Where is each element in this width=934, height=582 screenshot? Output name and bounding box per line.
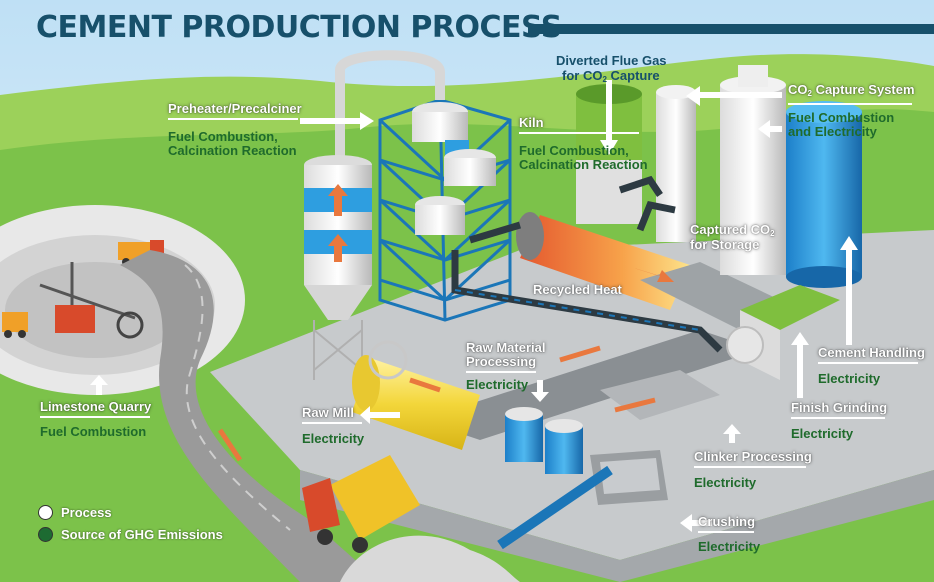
ghg-raw-material: Electricity [466, 377, 529, 392]
ghg-preheater-2: Calcination Reaction [168, 143, 297, 158]
label-finish-grinding: Finish Grinding [791, 400, 887, 419]
pointer-arrows [90, 80, 858, 532]
label-raw-material-2: Processing [466, 354, 536, 373]
legend-ghg: Source of GHG Emissions [38, 527, 223, 542]
ghg-crushing: Electricity [698, 539, 761, 554]
raw-mill [352, 340, 480, 450]
ghg-clinker: Electricity [694, 475, 757, 490]
label-kiln: Kiln [519, 115, 639, 134]
diagram-title: CEMENT PRODUCTION PROCESS [36, 10, 562, 45]
gas-duct [335, 50, 445, 160]
ghg-cement-handling: Electricity [818, 371, 881, 386]
label-captured-storage: for Storage [690, 237, 760, 252]
ghg-raw-mill: Electricity [302, 431, 365, 446]
crusher [497, 450, 668, 550]
finish-grinding [726, 285, 840, 380]
legend: Process Source of GHG Emissions [38, 505, 223, 549]
ghg-kiln-2: Calcination Reaction [519, 157, 648, 172]
label-limestone-quarry: Limestone Quarry [40, 399, 151, 418]
label-raw-mill: Raw Mill [302, 405, 362, 424]
quarry-loader [2, 312, 28, 338]
cyclones [412, 102, 496, 235]
label-preheater: Preheater/Precalciner [168, 101, 302, 120]
title-bar [528, 24, 934, 34]
ghg-dot-icon [38, 527, 53, 542]
ghg-finish-grinding: Electricity [791, 426, 854, 441]
label-raw-material-1: Raw Material [466, 340, 546, 355]
label-flue-gas-2: for CO2 Capture [562, 68, 660, 84]
ghg-co2-capture-2: and Electricity [788, 124, 877, 139]
limestone-pile [340, 535, 520, 582]
flow-arrows [217, 184, 674, 462]
ghg-co2-capture-1: Fuel Combustion [788, 110, 895, 125]
dump-truck [302, 455, 420, 553]
label-flue-gas-1: Diverted Flue Gas [556, 53, 667, 68]
label-crushing: Crushing [698, 514, 755, 533]
label-clinker-processing: Clinker Processing [694, 449, 812, 468]
ghg-limestone: Fuel Combustion [40, 424, 147, 439]
label-co2-capture: CO2 Capture System [788, 82, 915, 105]
haul-road [120, 250, 380, 582]
raw-material-silos [505, 407, 583, 474]
label-cement-handling: Cement Handling [818, 345, 925, 364]
legend-process: Process [38, 505, 223, 520]
excavator [39, 262, 144, 339]
label-captured-co2: Captured CO2 [690, 222, 775, 238]
label-recycled-heat: Recycled Heat [533, 282, 622, 297]
transfer-conveyor [420, 330, 760, 440]
ghg-kiln-1: Fuel Combustion, [519, 143, 629, 158]
process-dot-icon [38, 505, 53, 520]
ghg-preheater-1: Fuel Combustion, [168, 129, 278, 144]
flue-gas-stack [576, 84, 642, 224]
